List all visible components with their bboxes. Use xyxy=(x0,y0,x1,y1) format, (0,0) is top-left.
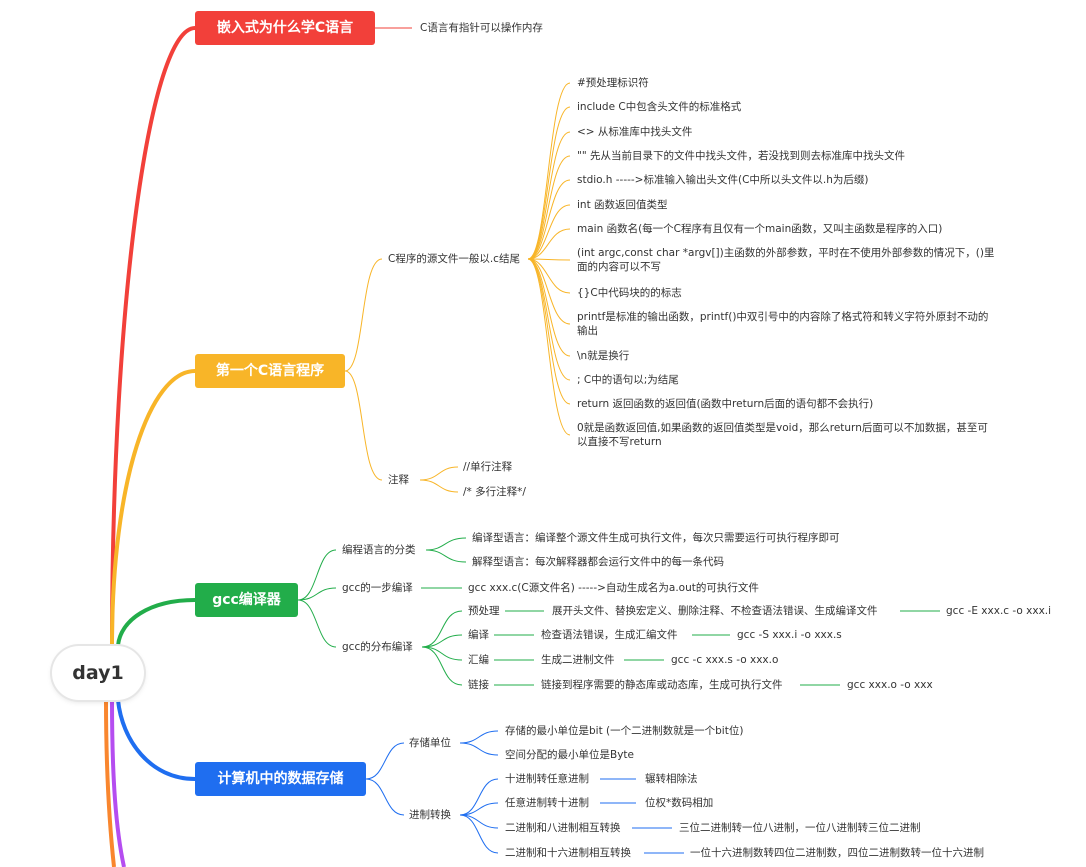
node-gcc-steps[interactable]: gcc的分布编译 xyxy=(342,641,413,653)
connector-line xyxy=(527,82,571,260)
connector-line xyxy=(527,106,571,260)
leaf-interpreted-language: 解释型语言：每次解释器都会运行文件中的每一条代码 xyxy=(472,556,724,568)
connector-line xyxy=(527,179,571,260)
step-compile-desc: 检查语法错误，生成汇编文件 xyxy=(541,629,678,641)
leaf-min-alloc-byte: 空间分配的最小单位是Byte xyxy=(505,749,634,761)
step-link-cmd: gcc xxx.o -o xxx xyxy=(847,679,933,691)
conv-any-to-dec-desc: 位权*数码相加 xyxy=(645,797,714,809)
conv-dec-to-any-desc: 辗转相除法 xyxy=(645,773,698,785)
leaf-single-line-comment: //单行注释 xyxy=(463,461,513,473)
conv-dec-to-any[interactable]: 十进制转任意进制 xyxy=(505,773,589,785)
conv-bin-hex-desc: 一位十六进制数转四位二进制数，四位二进制数转一位十六进制 xyxy=(690,847,984,859)
connector-line xyxy=(527,258,571,261)
source-file-item: \n就是换行 xyxy=(577,350,630,362)
step-assemble-desc: 生成二进制文件 xyxy=(541,654,615,666)
step-assemble[interactable]: 汇编 xyxy=(468,654,489,666)
connector-line xyxy=(527,204,571,260)
branch-data-storage[interactable]: 计算机中的数据存储 xyxy=(195,762,366,796)
leaf-compiled-language: 编译型语言：编译整个源文件生成可执行文件，每次只需要运行可执行程序即可 xyxy=(472,532,840,544)
conv-bin-hex[interactable]: 二进制和十六进制相互转换 xyxy=(505,847,631,859)
connector-line xyxy=(527,228,571,260)
node-base-conversion[interactable]: 进制转换 xyxy=(409,809,451,821)
node-language-classification[interactable]: 编程语言的分类 xyxy=(342,544,416,556)
source-file-item: main 函数名(每一个C程序有且仅有一个main函数，又叫主函数是程序的入口) xyxy=(577,223,943,235)
connector-line xyxy=(527,258,571,405)
source-file-item: stdio.h ----->标准输入输出头文件(C中所以头文件以.h为后缀) xyxy=(577,174,869,186)
step-link[interactable]: 链接 xyxy=(468,679,489,691)
conv-any-to-dec[interactable]: 任意进制转十进制 xyxy=(505,797,589,809)
step-assemble-cmd: gcc -c xxx.s -o xxx.o xyxy=(671,654,779,666)
branch-gcc-compiler[interactable]: gcc编译器 xyxy=(195,583,298,617)
node-comments[interactable]: 注释 xyxy=(388,474,409,486)
source-file-item: ; C中的语句以;为结尾 xyxy=(577,374,679,386)
step-preprocess-cmd: gcc -E xxx.c -o xxx.i xyxy=(946,605,1052,617)
source-file-item: return 返回函数的返回值(函数中return后面的语句都不会执行) xyxy=(577,398,874,410)
step-compile-cmd: gcc -S xxx.i -o xxx.s xyxy=(737,629,842,641)
node-source-file-suffix[interactable]: C程序的源文件一般以.c结尾 xyxy=(388,253,520,265)
node-storage-unit[interactable]: 存储单位 xyxy=(409,737,451,749)
step-compile[interactable]: 编译 xyxy=(468,629,489,641)
connector-line xyxy=(527,131,571,260)
source-file-item: {}C中代码块的的标志 xyxy=(577,287,682,299)
source-file-item: (int argc,const char *argv[])主函数的外部参数，平时… xyxy=(577,247,995,273)
root-node[interactable]: day1 xyxy=(52,646,144,700)
step-link-desc: 链接到程序需要的静态库或动态库，生成可执行文件 xyxy=(541,679,783,691)
source-file-item: <> 从标准库中找头文件 xyxy=(577,126,693,138)
connector-line xyxy=(527,258,571,436)
node-gcc-one-step[interactable]: gcc的一步编译 xyxy=(342,582,413,594)
step-preprocess-desc: 展开头文件、替换宏定义、删除注释、不检查语法错误、生成编译文件 xyxy=(552,605,878,617)
source-file-item: "" 先从当前目录下的文件中找头文件，若没找到则去标准库中找头文件 xyxy=(577,150,905,162)
leaf-multi-line-comment: /* 多行注释*/ xyxy=(463,486,526,498)
connector-line xyxy=(527,258,571,325)
leaf-pointer-memory: C语言有指针可以操作内存 xyxy=(420,22,543,34)
source-file-item: include C中包含头文件的标准格式 xyxy=(577,101,742,113)
leaf-min-unit-bit: 存储的最小单位是bit (一个二进制数就是一个bit位) xyxy=(505,725,744,737)
source-file-item: 0就是函数返回值,如果函数的返回值类型是void，那么return后面可以不加数… xyxy=(577,422,988,448)
source-file-item: int 函数返回值类型 xyxy=(577,199,668,211)
branch-first-c-program[interactable]: 第一个C语言程序 xyxy=(195,354,345,388)
conv-bin-oct[interactable]: 二进制和八进制相互转换 xyxy=(505,822,621,834)
connector-line xyxy=(527,155,571,260)
connector-line xyxy=(527,258,571,357)
source-file-item: printf是标准的输出函数，printf()中双引号中的内容除了格式符和转义字… xyxy=(577,311,989,337)
conv-bin-oct-desc: 三位二进制转一位八进制，一位八进制转三位二进制 xyxy=(679,822,921,834)
leaf-gcc-one-step-cmd: gcc xxx.c(C源文件名) ----->自动生成名为a.out的可执行文件 xyxy=(468,582,759,594)
source-file-item: #预处理标识符 xyxy=(577,77,649,89)
branch-embedded-why-c[interactable]: 嵌入式为什么学C语言 xyxy=(195,11,375,45)
step-preprocess[interactable]: 预处理 xyxy=(468,605,500,617)
